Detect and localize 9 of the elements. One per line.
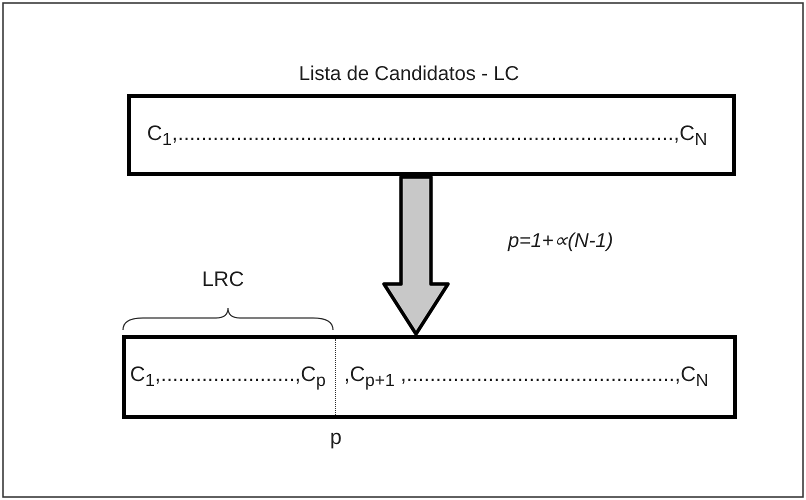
divider-label: p	[330, 426, 342, 450]
candidate-sequence: ,C$_{p+1}$ ,..............................................,C$_{N}$	[344, 363, 708, 392]
candidate-sequence: C$_{1}$,.......................,C$_{p}$	[130, 363, 326, 392]
bracket-label: LRC	[202, 268, 244, 292]
candidate-sequence: C$_{1}$,.....................................................................................,C$_{N}$	[147, 122, 708, 152]
formula-label: p=1+∝(N-1)	[508, 229, 614, 253]
block-arrow	[382, 175, 450, 336]
list-box	[122, 335, 737, 419]
list-title: Lista de Candidatos - LC	[298, 62, 520, 86]
